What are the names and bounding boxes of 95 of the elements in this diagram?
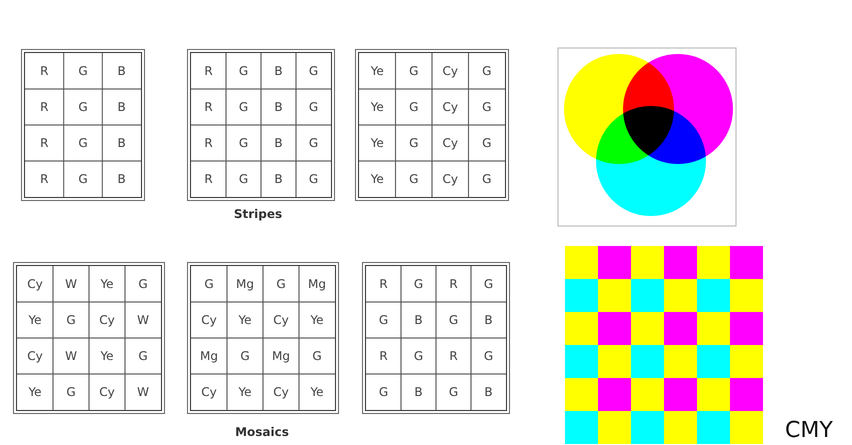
color-code: G bbox=[378, 313, 388, 327]
color-code: R bbox=[204, 64, 213, 78]
color-code: R bbox=[204, 100, 213, 114]
color-code: G bbox=[484, 349, 494, 363]
color-code: Cy bbox=[442, 136, 458, 150]
color-code: Mg bbox=[308, 277, 326, 291]
pattern-label: CMY bbox=[785, 418, 833, 443]
color-code: G bbox=[66, 385, 76, 399]
color-code: Cy bbox=[201, 313, 217, 327]
color-code: G bbox=[78, 136, 88, 150]
color-code: Cy bbox=[442, 64, 458, 78]
color-code: Ye bbox=[310, 313, 324, 327]
color-code: B bbox=[274, 100, 283, 114]
color-code: Ye bbox=[370, 100, 384, 114]
color-code: R bbox=[379, 349, 388, 363]
color-code: B bbox=[484, 385, 493, 399]
color-code: Cy bbox=[273, 385, 289, 399]
color-code: G bbox=[378, 385, 388, 399]
color-code: Mg bbox=[236, 277, 254, 291]
color-code: Cy bbox=[442, 172, 458, 186]
color-code: R bbox=[204, 172, 213, 186]
color-code: G bbox=[482, 64, 492, 78]
color-code: R bbox=[449, 277, 458, 291]
color-code: Ye bbox=[370, 136, 384, 150]
color-code: R bbox=[40, 172, 48, 186]
color-code: G bbox=[409, 64, 418, 78]
color-code: R bbox=[40, 136, 48, 150]
color-code: G bbox=[482, 100, 492, 114]
color-code: B bbox=[118, 136, 126, 150]
color-code: G bbox=[308, 172, 318, 186]
color-code: Ye bbox=[370, 172, 384, 186]
color-code: B bbox=[118, 172, 126, 186]
color-code: G bbox=[414, 277, 424, 291]
color-code: G bbox=[138, 277, 148, 291]
color-code: G bbox=[312, 349, 322, 363]
color-code: G bbox=[204, 277, 214, 291]
color-code: G bbox=[308, 100, 318, 114]
color-code: G bbox=[238, 100, 248, 114]
color-code: R bbox=[379, 277, 388, 291]
color-code: G bbox=[240, 349, 250, 363]
color-code: G bbox=[484, 277, 494, 291]
color-code: G bbox=[66, 313, 76, 327]
color-code: G bbox=[308, 64, 318, 78]
color-code: W bbox=[65, 277, 77, 291]
color-code: Ye bbox=[238, 385, 252, 399]
color-code: Ye bbox=[310, 385, 324, 399]
color-code: G bbox=[448, 385, 458, 399]
color-code: Cy bbox=[27, 349, 43, 363]
color-code: Ye bbox=[100, 277, 114, 291]
color-code: G bbox=[409, 172, 418, 186]
color-code: W bbox=[137, 313, 149, 327]
color-code: Cy bbox=[99, 313, 115, 327]
color-code: Ye bbox=[100, 349, 114, 363]
color-code: Cy bbox=[99, 385, 115, 399]
color-code: B bbox=[274, 64, 283, 78]
color-code: Ye bbox=[28, 385, 42, 399]
color-code: G bbox=[238, 172, 248, 186]
color-code: Ye bbox=[370, 64, 384, 78]
group-caption: Mosaics bbox=[235, 425, 289, 439]
color-code: G bbox=[78, 100, 88, 114]
color-code: G bbox=[482, 136, 492, 150]
color-code: W bbox=[137, 385, 149, 399]
color-code: G bbox=[78, 172, 88, 186]
color-code: R bbox=[204, 136, 213, 150]
color-code: G bbox=[448, 313, 458, 327]
color-code: B bbox=[274, 172, 283, 186]
color-code: B bbox=[484, 313, 493, 327]
color-code: B bbox=[118, 64, 126, 78]
color-code: G bbox=[78, 64, 88, 78]
color-code: Ye bbox=[238, 313, 252, 327]
color-code: Cy bbox=[27, 277, 43, 291]
group-caption: Stripes bbox=[234, 207, 282, 221]
color-code: B bbox=[274, 136, 283, 150]
color-code: G bbox=[414, 349, 424, 363]
color-code: Cy bbox=[201, 385, 217, 399]
color-code: G bbox=[409, 100, 418, 114]
color-code: R bbox=[40, 64, 48, 78]
color-code: R bbox=[449, 349, 458, 363]
color-code: Mg bbox=[200, 349, 218, 363]
color-code: G bbox=[238, 136, 248, 150]
color-code: G bbox=[276, 277, 286, 291]
color-code: B bbox=[118, 100, 126, 114]
color-code: G bbox=[308, 136, 318, 150]
color-code: Mg bbox=[272, 349, 290, 363]
color-code: Cy bbox=[273, 313, 289, 327]
color-code: G bbox=[482, 172, 492, 186]
color-code: R bbox=[40, 100, 48, 114]
color-code: G bbox=[409, 136, 418, 150]
color-code: Ye bbox=[28, 313, 42, 327]
color-code: B bbox=[414, 313, 423, 327]
color-code: W bbox=[65, 349, 77, 363]
color-code: G bbox=[138, 349, 148, 363]
color-code: Cy bbox=[442, 100, 458, 114]
color-code: B bbox=[414, 385, 423, 399]
color-code: G bbox=[238, 64, 248, 78]
